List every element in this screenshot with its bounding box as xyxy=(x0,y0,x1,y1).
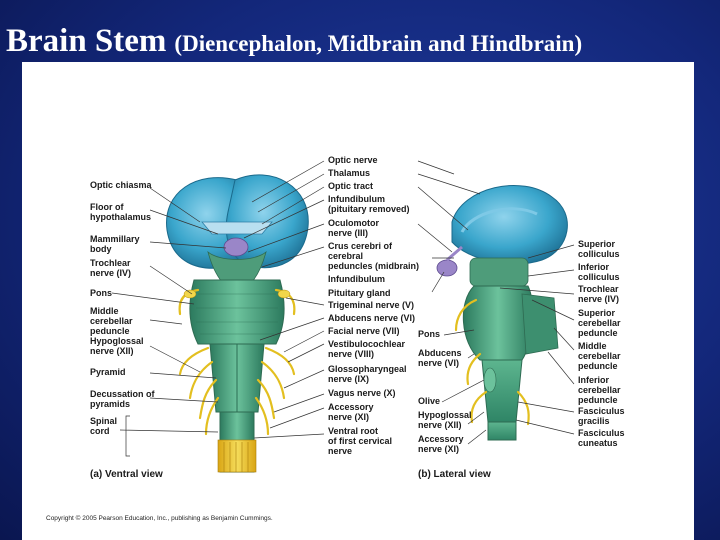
label-lateral-abducens-nerve-vi: nerve (VI) xyxy=(418,358,459,368)
lateral-inner-labels: Pons Abducens nerve (VI) Olive Hypogloss… xyxy=(418,329,472,454)
label-lateral-accessory-nerve-xi: nerve (XI) xyxy=(418,444,459,454)
label-right-middle-cerebellar: cerebellar xyxy=(578,351,621,361)
label-fasciculus-2: Fasciculus xyxy=(578,428,625,438)
label-olive: Olive xyxy=(418,396,440,406)
label-pyramid: Pyramid xyxy=(90,367,126,377)
label-cuneatus: cuneatus xyxy=(578,438,618,448)
slide-title: Brain Stem (Diencephalon, Midbrain and H… xyxy=(6,22,582,60)
cerebral-peduncles xyxy=(207,250,267,283)
label-right-trochlear-nerve-iv: nerve (IV) xyxy=(578,294,619,304)
label-infundibulum-2: Infundibulum xyxy=(328,274,385,284)
label-vestibulocochlear: Vestibulocochlear xyxy=(328,339,406,349)
label-inferior: Inferior xyxy=(578,262,610,272)
label-colliculus: colliculus xyxy=(578,249,620,259)
label-hypothalamus: hypothalamus xyxy=(90,212,151,222)
label-optic-chiasma: Optic chiasma xyxy=(90,180,153,190)
label-oculomotor: Oculomotor xyxy=(328,218,379,228)
slide-title-subtitle: (Diencephalon, Midbrain and Hindbrain) xyxy=(174,31,583,56)
right-labels: Superior colliculus Inferior colliculus … xyxy=(578,239,625,448)
label-accessory-nerve-xi: nerve (XI) xyxy=(328,412,369,422)
label-glossopharyngeal-nerve: nerve (IX) xyxy=(328,374,369,384)
label-accessory: Accessory xyxy=(328,402,374,412)
label-oculomotor-nerve-iii: nerve (III) xyxy=(328,228,368,238)
label-hypoglossal-nerve-xii: nerve (XII) xyxy=(90,346,134,356)
label-optic-tract: Optic tract xyxy=(328,181,373,191)
label-pyramids: pyramids xyxy=(90,399,130,409)
label-nerve: nerve xyxy=(328,446,352,456)
label-trigeminal-nerve: Trigeminal nerve (V) xyxy=(328,300,414,310)
optic-chiasma-shape xyxy=(201,221,273,235)
label-decussation-of: Decussation of xyxy=(90,389,156,399)
label-ventral-root: Ventral root xyxy=(328,426,378,436)
label-peduncles-midbrain: peduncles (midbrain) xyxy=(328,261,419,271)
label-optic-nerve: Optic nerve xyxy=(328,155,378,165)
label-middle: Middle xyxy=(90,306,119,316)
caption-ventral-view: (a) Ventral view xyxy=(90,469,163,480)
label-vagus-nerve: Vagus nerve (X) xyxy=(328,388,396,398)
label-fasciculus: Fasciculus xyxy=(578,406,625,416)
label-cerebellar: cerebellar xyxy=(90,316,133,326)
center-labels: Optic nerve Thalamus Optic tract Infundi… xyxy=(328,155,419,456)
lateral-spinal-cord xyxy=(487,421,517,441)
label-vestibulocochlear-nerve: nerve (VIII) xyxy=(328,349,374,359)
label-peduncle: peduncle xyxy=(90,326,130,336)
figure-panel: Optic chiasma Floor of hypothalamus Mamm… xyxy=(22,62,694,540)
label-right-inferior-cerebellar: cerebellar xyxy=(578,385,621,395)
label-pituitary-removed: (pituitary removed) xyxy=(328,204,410,214)
label-right-middle: Middle xyxy=(578,341,607,351)
label-pituitary-gland: Pituitary gland xyxy=(328,288,391,298)
lateral-midbrain xyxy=(469,257,529,287)
label-spinal: Spinal xyxy=(90,416,117,426)
label-lateral-abducens: Abducens xyxy=(418,348,462,358)
left-labels: Optic chiasma Floor of hypothalamus Mamm… xyxy=(90,180,156,436)
label-lateral-accessory: Accessory xyxy=(418,434,464,444)
copyright-notice: Copyright © 2005 Pearson Education, Inc.… xyxy=(46,514,273,522)
label-lateral-hypoglossal: Hypoglossal xyxy=(418,410,472,420)
caption-lateral-view: (b) Lateral view xyxy=(418,469,491,480)
label-cord: cord xyxy=(90,426,110,436)
label-superior-cerebellar: Superior xyxy=(578,308,616,318)
lateral-pituitary xyxy=(436,259,458,277)
label-of-first-cervical: of first cervical xyxy=(328,436,392,446)
label-abducens-nerve: Abducens nerve (VI) xyxy=(328,313,415,323)
pons xyxy=(189,279,285,345)
label-facial-nerve: Facial nerve (VII) xyxy=(328,326,400,336)
label-trochlear: Trochlear xyxy=(90,258,131,268)
label-crus-cerebri-of: Crus cerebri of xyxy=(328,241,393,251)
label-lateral-hypoglossal-nerve-xii: nerve (XII) xyxy=(418,420,462,430)
label-superior: Superior xyxy=(578,239,616,249)
label-cerebral: cerebral xyxy=(328,251,363,261)
label-right-inferior: Inferior xyxy=(578,375,610,385)
label-gracilis: gracilis xyxy=(578,416,610,426)
label-mammillary: Mammillary xyxy=(90,234,140,244)
label-hypoglossal: Hypoglossal xyxy=(90,336,144,346)
label-inferior-colliculus: colliculus xyxy=(578,272,620,282)
label-lateral-pons: Pons xyxy=(418,329,440,339)
slide-title-main: Brain Stem xyxy=(6,23,167,59)
label-right-middle-peduncle: peduncle xyxy=(578,361,618,371)
label-pons: Pons xyxy=(90,288,112,298)
label-glossopharyngeal: Glossopharyngeal xyxy=(328,364,407,374)
label-thalamus: Thalamus xyxy=(328,168,370,178)
brainstem-figure: Optic chiasma Floor of hypothalamus Mamm… xyxy=(46,155,625,522)
label-floor-of: Floor of xyxy=(90,202,124,212)
mammillary-bodies xyxy=(223,237,249,257)
label-superior-cerebellar-2: cerebellar xyxy=(578,318,621,328)
label-right-inferior-peduncle: peduncle xyxy=(578,395,618,405)
label-leader-lines xyxy=(111,160,575,457)
label-trochlear-nerve-iv: nerve (IV) xyxy=(90,268,131,278)
lateral-view-illustration xyxy=(436,184,568,441)
label-right-trochlear: Trochlear xyxy=(578,284,619,294)
ventral-view-illustration xyxy=(166,174,309,473)
label-superior-cerebellar-peduncle: peduncle xyxy=(578,328,618,338)
label-body: body xyxy=(90,244,112,254)
label-infundibulum: Infundibulum xyxy=(328,194,385,204)
